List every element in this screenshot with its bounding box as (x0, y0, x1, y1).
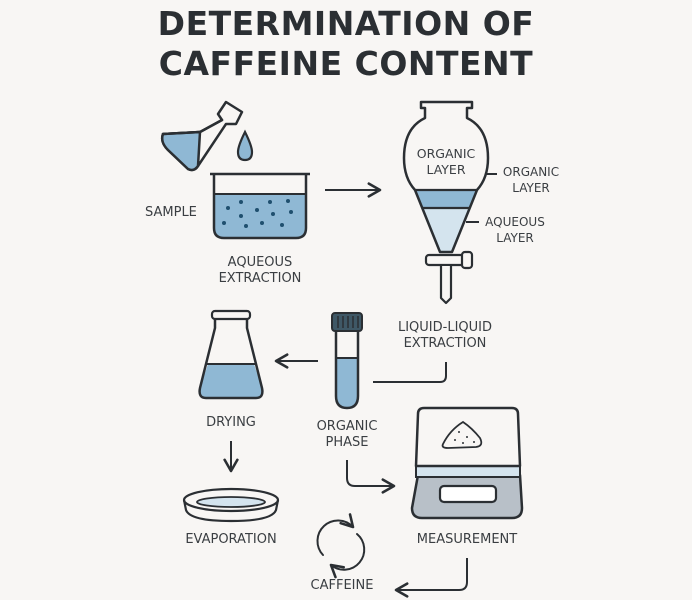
callout-organic-layer: ORGANIC LAYER (502, 165, 560, 195)
callout-aqueous-layer: AQUEOUS LAYER (485, 215, 545, 245)
connector-lle-to-tube (373, 362, 447, 383)
title-line-1: DETERMINATION OF (157, 4, 535, 43)
erlenmeyer-flask-icon (198, 309, 264, 400)
label-caffeine: CAFFEINE (310, 578, 374, 593)
label-evaporation: EVAPORATION (185, 532, 277, 547)
cycle-arrows-icon (316, 513, 366, 579)
title-line-2: CAFFEINE CONTENT (158, 44, 534, 83)
droplet-icon (236, 129, 254, 162)
arrow-to-measurement (346, 460, 396, 494)
funnel-inner-label: ORGANIC LAYER (416, 146, 476, 177)
pouring-flask-icon (160, 100, 244, 172)
label-liquid-liquid-extraction: LIQUID-LIQUID EXTRACTION (397, 320, 493, 351)
separatory-funnel-icon (402, 100, 497, 305)
label-measurement: MEASUREMENT (416, 532, 518, 547)
label-drying: DRYING (206, 415, 256, 430)
evaporating-dish-icon (182, 487, 280, 523)
diagram-title: DETERMINATION OF CAFFEINE CONTENT (0, 4, 692, 84)
label-sample: SAMPLE (145, 205, 197, 220)
beaker-icon (210, 172, 310, 240)
label-aqueous-extraction: AQUEOUS EXTRACTION (218, 255, 302, 286)
test-tube-icon (331, 312, 363, 410)
weighing-scale-icon (410, 406, 524, 520)
arrow-to-caffeine (394, 558, 468, 598)
label-organic-phase: ORGANIC PHASE (316, 419, 378, 450)
